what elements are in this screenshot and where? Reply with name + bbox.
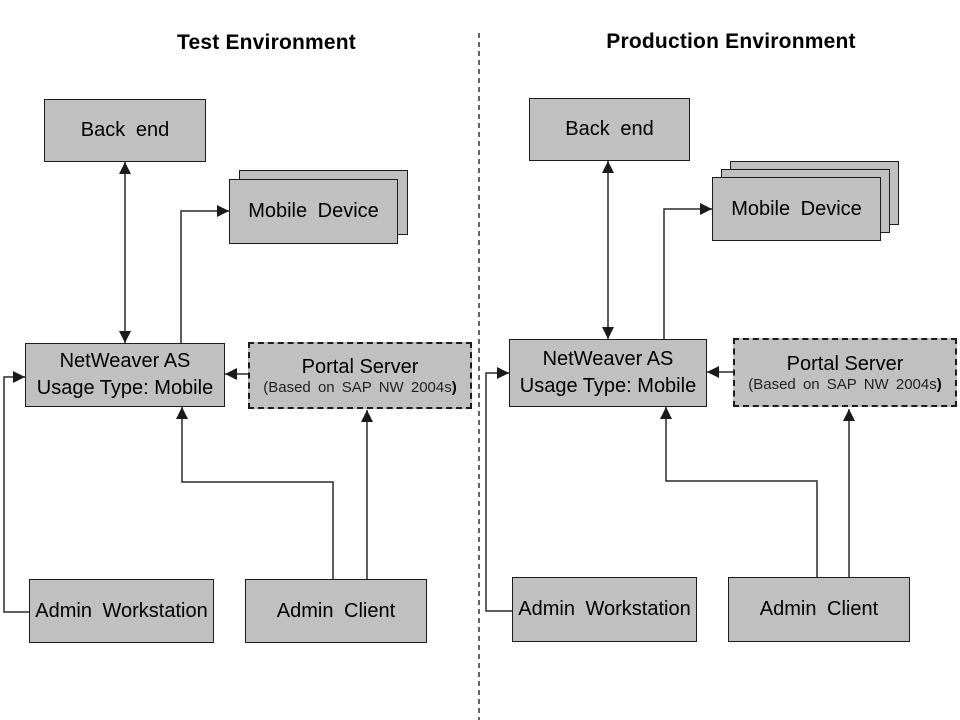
edge-test-adminws-netweaver [3,371,29,613]
edge-test-adminclient-netweaver [176,407,334,579]
test-admin-client-box: Admin Client [245,579,427,643]
test-portal-server-subtitle: (Based on SAP NW 2004s) [263,378,457,396]
test-mobile-device-stack: Mobile Device [229,170,409,245]
prod-netweaver-label-line1: NetWeaver AS [542,348,674,370]
test-netweaver-label-line2: Usage Type: Mobile [36,377,214,399]
prod-netweaver-box: NetWeaver AS Usage Type: Mobile [509,339,707,407]
edge-prod-adminclient-netweaver [660,407,818,577]
test-environment-title: Test Environment [176,31,356,54]
test-admin-workstation-label: Admin Workstation [35,599,208,622]
prod-portal-server-title: Portal Server [786,352,904,375]
prod-admin-workstation-box: Admin Workstation [512,577,697,642]
test-admin-client-label: Admin Client [276,599,396,622]
edge-test-netweaver-mobile [180,205,229,343]
prod-admin-client-label: Admin Client [759,598,879,620]
prod-portal-server-subtitle: (Based on SAP NW 2004s) [748,375,942,393]
test-backend-box: Back end [44,99,206,162]
prod-admin-workstation-label: Admin Workstation [518,598,691,620]
prod-admin-client-box: Admin Client [728,577,910,642]
test-netweaver-label-line1: NetWeaver AS [59,350,191,372]
prod-mobile-device-stack: Mobile Device [712,161,900,241]
test-admin-workstation-box: Admin Workstation [29,579,214,643]
prod-mobile-device-label: Mobile Device [731,197,862,220]
edge-prod-adminws-netweaver [485,367,512,612]
test-portal-server-title: Portal Server [301,355,419,378]
prod-netweaver-label-line2: Usage Type: Mobile [519,375,697,397]
production-environment-title: Production Environment [606,30,856,53]
edge-prod-netweaver-mobile [663,203,712,339]
test-netweaver-box: NetWeaver AS Usage Type: Mobile [25,343,225,407]
test-backend-label: Back end [80,119,170,141]
test-portal-server-box: Portal Server (Based on SAP NW 2004s) [248,342,472,409]
prod-portal-server-box: Portal Server (Based on SAP NW 2004s) [733,338,957,407]
prod-mobile-device-box: Mobile Device [712,177,881,241]
test-mobile-device-label: Mobile Device [248,200,379,222]
test-mobile-device-box: Mobile Device [229,179,398,244]
prod-backend-label: Back end [565,118,654,140]
prod-backend-box: Back end [529,98,690,161]
